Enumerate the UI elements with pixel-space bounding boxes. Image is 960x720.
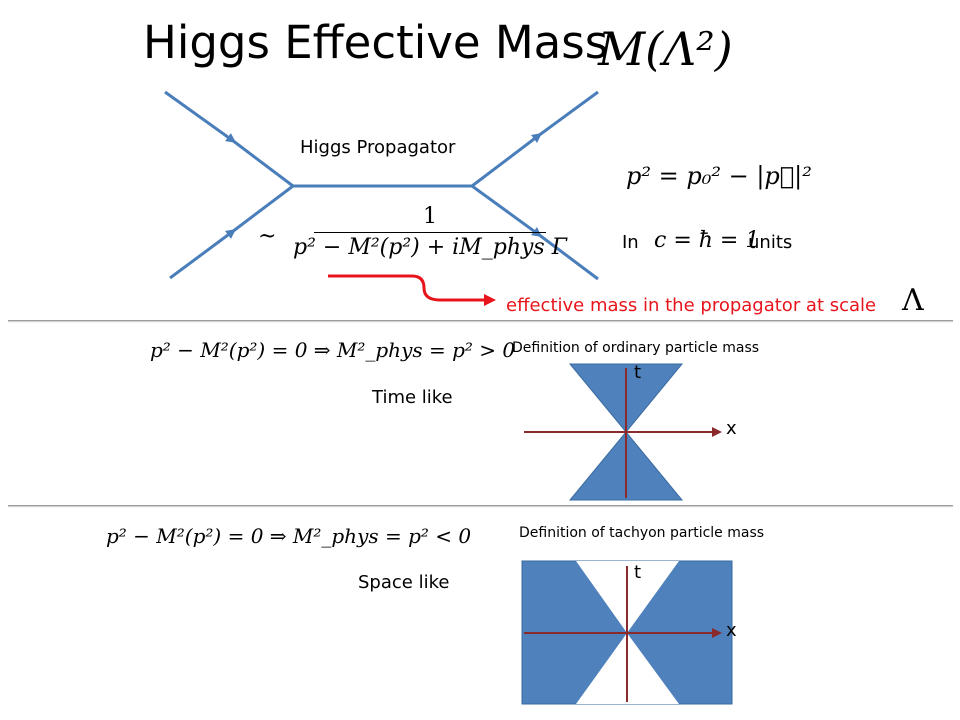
propagator-label: Higgs Propagator bbox=[300, 137, 456, 158]
title-formula: M(Λ²) bbox=[598, 22, 733, 76]
spacelike-equation: p² − M²(p²) = 0 ⇒ M²_phys = p² < 0 bbox=[106, 524, 472, 548]
propagator-prefix: ~ bbox=[258, 224, 277, 249]
outgoing-line-bottom bbox=[471, 184, 543, 237]
spacelike-definition: Definition of tachyon particle mass bbox=[519, 525, 765, 541]
incoming-line-bottom bbox=[169, 229, 237, 280]
annotation-arrow bbox=[328, 274, 496, 306]
spacelike-label: Space like bbox=[358, 572, 450, 593]
units-in-label: In bbox=[622, 232, 639, 253]
annotation-text: effective mass in the propagator at scal… bbox=[506, 295, 877, 316]
propagator-denominator: p² − M²(p²) + iM_phys Γ bbox=[293, 235, 567, 260]
section-divider-2 bbox=[8, 505, 953, 506]
timelike-definition: Definition of ordinary particle mass bbox=[512, 340, 760, 356]
title-formula-text: M(Λ²) bbox=[598, 22, 733, 76]
annotation-symbol: Λ bbox=[902, 283, 924, 318]
timelike-label: Time like bbox=[372, 387, 453, 408]
feynman-diagram bbox=[164, 90, 599, 281]
timelike-diagram bbox=[524, 363, 722, 501]
propagator-numerator: 1 bbox=[423, 204, 437, 229]
incoming-line-top bbox=[164, 90, 237, 143]
timelike-x-label: x bbox=[726, 418, 737, 439]
units-label: units bbox=[748, 232, 793, 253]
outgoing-line-top bbox=[471, 132, 542, 188]
spacelike-x-label: x bbox=[726, 620, 737, 641]
units-formula: c = ħ = 1 bbox=[654, 228, 760, 253]
timelike-equation: p² − M²(p²) = 0 ⇒ M²_phys = p² > 0 bbox=[150, 338, 516, 362]
spacelike-diagram bbox=[521, 560, 733, 705]
timelike-t-label: t bbox=[634, 362, 642, 383]
momentum-formula: p² = p₀² − |p⃗|² bbox=[626, 162, 812, 190]
spacelike-t-label: t bbox=[634, 562, 642, 583]
slide-title: Higgs Effective Mass bbox=[143, 16, 609, 69]
section-divider-1 bbox=[8, 320, 953, 321]
